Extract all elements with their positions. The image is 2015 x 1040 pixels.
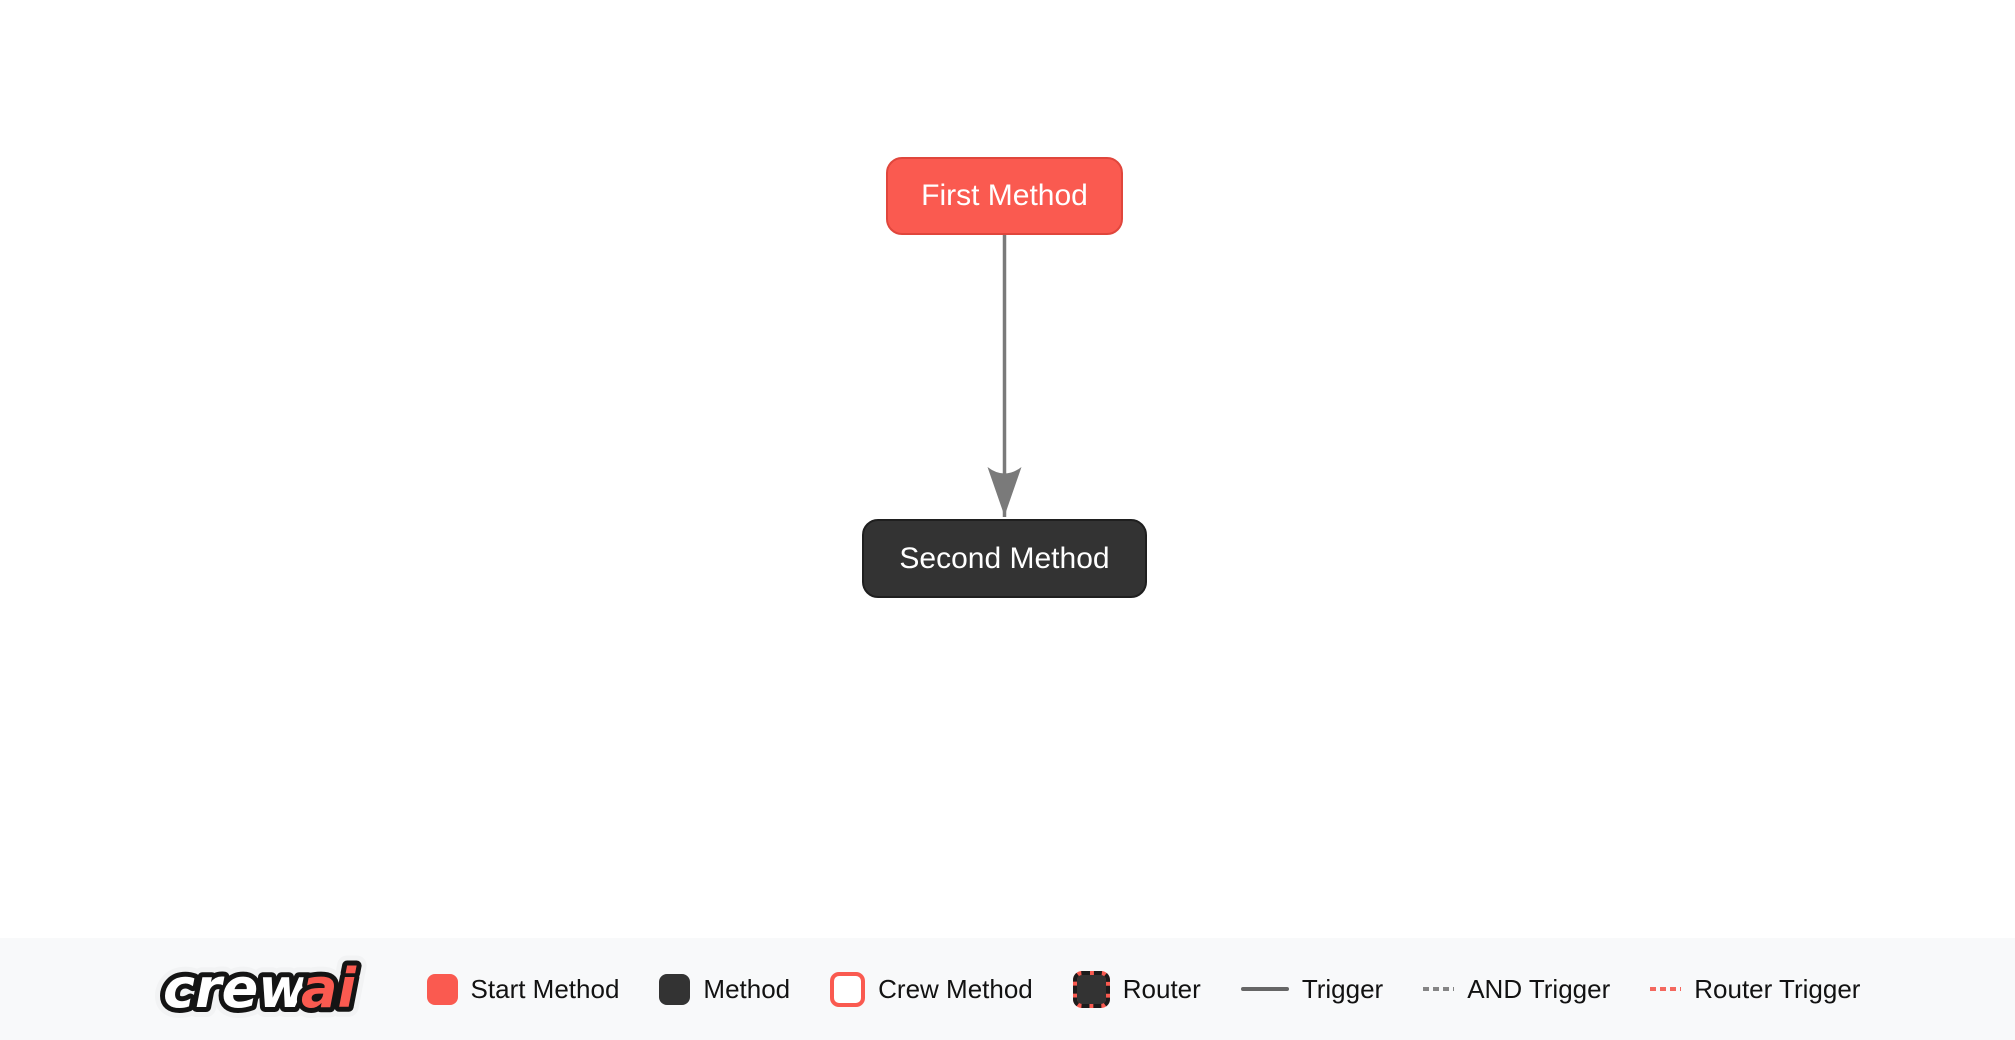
legend-label-router: Router xyxy=(1122,973,1201,1004)
flow-canvas[interactable]: First Method Second Method xyxy=(0,0,2015,938)
router-trigger-line-swatch xyxy=(1650,987,1682,991)
legend-bar: crew ai crew ai Start Method Method Crew… xyxy=(0,938,2015,1040)
trigger-edge-arrowhead xyxy=(987,467,1022,516)
legend-item-crew-method: Crew Method xyxy=(830,971,1033,1007)
svg-text:ai: ai xyxy=(301,957,357,1020)
trigger-edge xyxy=(987,235,1022,517)
legend-label-method: Method xyxy=(703,973,791,1004)
node-first-method-label: First Method xyxy=(921,179,1088,212)
trigger-line-swatch xyxy=(1240,987,1289,991)
node-second-method[interactable]: Second Method xyxy=(862,519,1147,598)
legend-label-trigger: Trigger xyxy=(1301,973,1384,1004)
legend-label-and-trigger: AND Trigger xyxy=(1467,973,1611,1004)
method-swatch xyxy=(659,973,691,1005)
start-method-swatch xyxy=(426,973,458,1005)
legend-item-router-trigger: Router Trigger xyxy=(1650,974,1860,1005)
crewai-logo-crew: crew xyxy=(163,957,309,1020)
legend-item-method: Method xyxy=(659,973,791,1005)
legend-item-router: Router xyxy=(1072,970,1201,1008)
crew-method-swatch xyxy=(830,971,866,1007)
and-trigger-line-swatch xyxy=(1423,987,1455,991)
router-swatch xyxy=(1072,970,1110,1008)
crewai-logo-ai: ai xyxy=(301,957,357,1020)
node-first-method[interactable]: First Method xyxy=(886,157,1123,235)
router-swatch-inner xyxy=(1072,970,1110,1008)
svg-text:crew: crew xyxy=(163,957,309,1020)
node-second-method-label: Second Method xyxy=(899,541,1110,575)
legend-item-and-trigger: AND Trigger xyxy=(1423,974,1610,1005)
crewai-logo: crew ai crew ai xyxy=(155,949,367,1029)
legend-label-crew-method: Crew Method xyxy=(878,973,1033,1004)
legend-label-start-method: Start Method xyxy=(470,973,620,1004)
legend-item-start-method: Start Method xyxy=(426,973,620,1005)
legend-label-router-trigger: Router Trigger xyxy=(1694,973,1861,1004)
legend-item-trigger: Trigger xyxy=(1240,973,1384,1005)
